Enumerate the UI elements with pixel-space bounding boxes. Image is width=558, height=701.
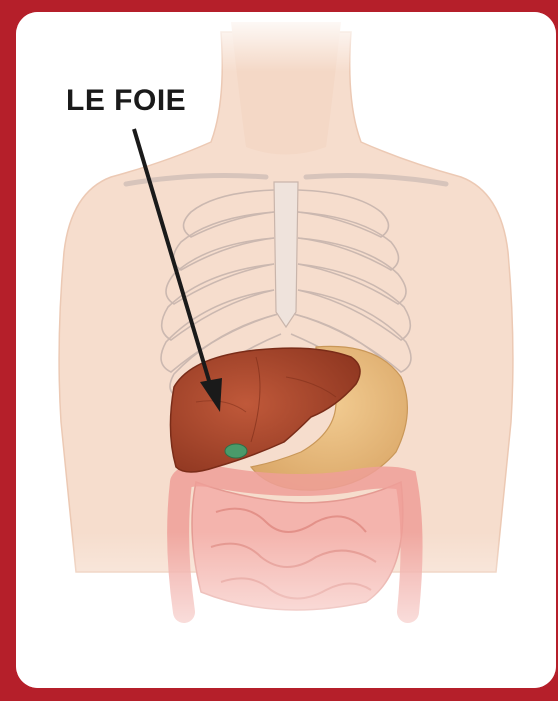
illustration-card: LE FOIE bbox=[16, 12, 556, 688]
sternum bbox=[274, 182, 298, 327]
organ-label: LE FOIE bbox=[66, 84, 186, 118]
gallbladder bbox=[225, 444, 247, 458]
